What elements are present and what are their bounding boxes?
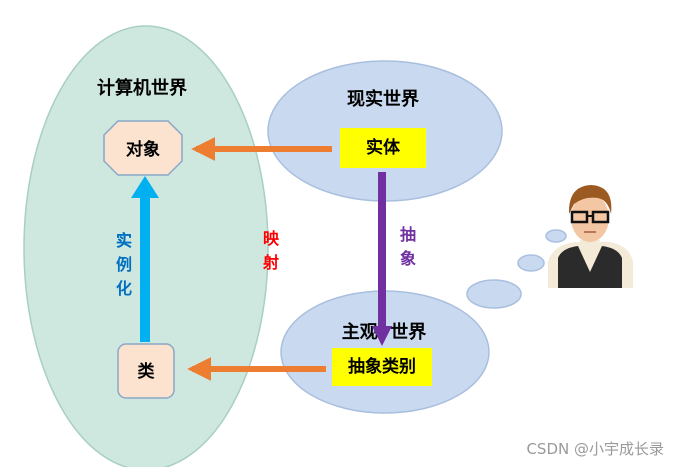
object-node[interactable] <box>103 120 183 176</box>
class-label: 类 <box>138 361 156 382</box>
instantiate-arrow <box>131 176 159 342</box>
class-node[interactable] <box>117 343 175 399</box>
entity-label: 实体 <box>366 137 401 158</box>
watermark: CSDN @小宇成长录 <box>526 440 664 458</box>
svg-text:抽象: 抽象 <box>400 225 416 268</box>
person-with-glasses-icon <box>548 185 633 288</box>
category-box[interactable] <box>332 348 432 386</box>
object-label: 对象 <box>126 139 160 160</box>
svg-text:映射: 映射 <box>262 229 280 272</box>
map-label: 映射 <box>262 229 280 272</box>
abstract-label: 抽象 <box>400 225 416 268</box>
category-label: 抽象类别 <box>348 356 416 377</box>
entity-box[interactable] <box>340 128 426 168</box>
real-world-title: 现实世界 <box>347 88 419 110</box>
abstract-arrow <box>372 172 392 346</box>
instantiate-label: 实 <box>116 231 132 250</box>
thought-bubble-icon <box>466 229 567 309</box>
computer-world-title: 计算机世界 <box>97 77 187 99</box>
instantiate-label-vertical: 实例化 <box>116 231 132 298</box>
svg-text:实例化: 实例化 <box>116 231 132 298</box>
